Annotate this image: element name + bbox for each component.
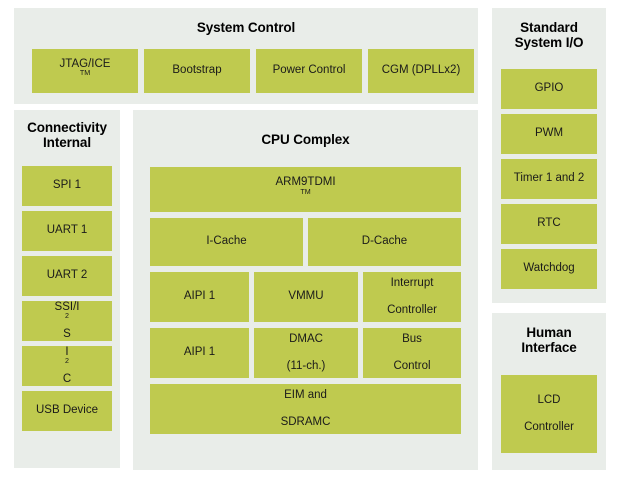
block-label-arm9tdmi: ARM9TDMI xyxy=(275,176,336,188)
block-aipi-1-upper[interactable]: AIPI 1 xyxy=(150,272,249,322)
block-label-uart-2: UART 2 xyxy=(46,269,88,282)
block-label-spi-1: SPI 1 xyxy=(52,179,82,192)
block-label-ssi-i2s-pre: SSI/I xyxy=(54,300,80,313)
block-label-vmmu: VMMU xyxy=(288,290,324,303)
block-label-gpio: GPIO xyxy=(534,82,564,95)
trademark-superscript-jtag: TM xyxy=(79,69,91,78)
block-label-i2c-post: C xyxy=(62,372,72,385)
panel-title-system-control: System Control xyxy=(196,20,296,35)
block-label-i-cache: I-Cache xyxy=(206,235,247,248)
superscript-two-ssi: 2 xyxy=(65,312,69,321)
panel-human-interface: Human Interface LCD Controller xyxy=(492,313,606,470)
block-label-bus-control-line1: Bus xyxy=(402,332,422,345)
panel-title-line2: Internal xyxy=(43,135,91,150)
block-label-pwm: PWM xyxy=(534,127,564,140)
block-bus-control[interactable]: Bus Control xyxy=(363,328,461,378)
block-dmac[interactable]: DMAC (11-ch.) xyxy=(254,328,358,378)
block-label-rtc: RTC xyxy=(537,217,561,230)
panel-standard-system-io: Standard System I/O GPIO PWM Timer 1 and… xyxy=(492,8,606,303)
block-label-cgm: CGM (DPLLx2) xyxy=(381,64,461,77)
block-eim-and-sdramc[interactable]: EIM and SDRAMC xyxy=(150,384,461,434)
block-pwm[interactable]: PWM xyxy=(501,114,597,154)
panel-title-human-interface: Human Interface xyxy=(492,325,606,355)
block-usb-device[interactable]: USB Device xyxy=(22,391,112,431)
trademark-superscript-arm9: TM xyxy=(300,187,311,196)
block-lcd-controller[interactable]: LCD Controller xyxy=(501,375,597,453)
block-label-uart-1: UART 1 xyxy=(46,224,88,237)
block-label-bootstrap: Bootstrap xyxy=(172,64,222,77)
block-label-interrupt-controller-line1: Interrupt xyxy=(390,276,434,289)
block-aipi-1-lower[interactable]: AIPI 1 xyxy=(150,328,249,378)
block-label-jtag-ice: JTAG/ICE xyxy=(59,57,111,70)
block-bootstrap[interactable]: Bootstrap xyxy=(144,49,250,93)
block-label-bus-control-line2: Control xyxy=(393,359,431,372)
block-d-cache[interactable]: D-Cache xyxy=(308,218,461,266)
block-label-aipi-1-lower: AIPI 1 xyxy=(183,346,216,359)
superscript-two-i2c: 2 xyxy=(65,357,69,366)
panel-title-line1: Human xyxy=(526,325,572,340)
panel-title-line2: Interface xyxy=(521,340,577,355)
block-label-watchdog: Watchdog xyxy=(523,262,575,275)
block-label-aipi-1-upper: AIPI 1 xyxy=(183,290,216,303)
block-label-ssi-i2s-post: S xyxy=(63,327,71,340)
block-gpio[interactable]: GPIO xyxy=(501,69,597,109)
block-label-lcd-controller-line1: LCD xyxy=(537,393,561,406)
block-label-dmac-line1: DMAC xyxy=(289,332,323,345)
block-label-interrupt-controller-line2: Controller xyxy=(387,303,437,316)
block-vmmu[interactable]: VMMU xyxy=(254,272,358,322)
block-timer-1-and-2[interactable]: Timer 1 and 2 xyxy=(501,159,597,199)
block-label-dmac-line2: (11-ch.) xyxy=(286,359,326,372)
block-label-d-cache: D-Cache xyxy=(361,235,408,248)
block-label-power-control: Power Control xyxy=(272,64,346,77)
panel-connectivity-internal: Connectivity Internal SPI 1 UART 1 UART … xyxy=(14,110,120,468)
block-uart-1[interactable]: UART 1 xyxy=(22,211,112,251)
block-label-eim-sdramc-line1: EIM and xyxy=(284,388,327,401)
block-spi-1[interactable]: SPI 1 xyxy=(22,166,112,206)
block-interrupt-controller[interactable]: Interrupt Controller xyxy=(363,272,461,322)
block-label-lcd-controller-line2: Controller xyxy=(524,420,574,433)
block-label-usb-device: USB Device xyxy=(36,404,98,417)
panel-title-cpu-complex: CPU Complex xyxy=(261,132,350,147)
block-uart-2[interactable]: UART 2 xyxy=(22,256,112,296)
block-watchdog[interactable]: Watchdog xyxy=(501,249,597,289)
block-rtc[interactable]: RTC xyxy=(501,204,597,244)
block-cgm[interactable]: CGM (DPLLx2) xyxy=(368,49,474,93)
block-label-i2c-pre: I xyxy=(65,345,69,358)
panel-title-line2: System I/O xyxy=(514,35,584,50)
panel-title-line1: Standard xyxy=(520,20,578,35)
panel-title-connectivity-internal: Connectivity Internal xyxy=(14,120,120,150)
block-label-eim-sdramc-line2: SDRAMC xyxy=(280,415,331,428)
panel-title-line1: Connectivity xyxy=(27,120,107,135)
block-power-control[interactable]: Power Control xyxy=(256,49,362,93)
block-label-timer-1-and-2: Timer 1 and 2 xyxy=(513,172,585,185)
panel-title-standard-system-io: Standard System I/O xyxy=(492,20,606,50)
block-i-cache[interactable]: I-Cache xyxy=(150,218,303,266)
